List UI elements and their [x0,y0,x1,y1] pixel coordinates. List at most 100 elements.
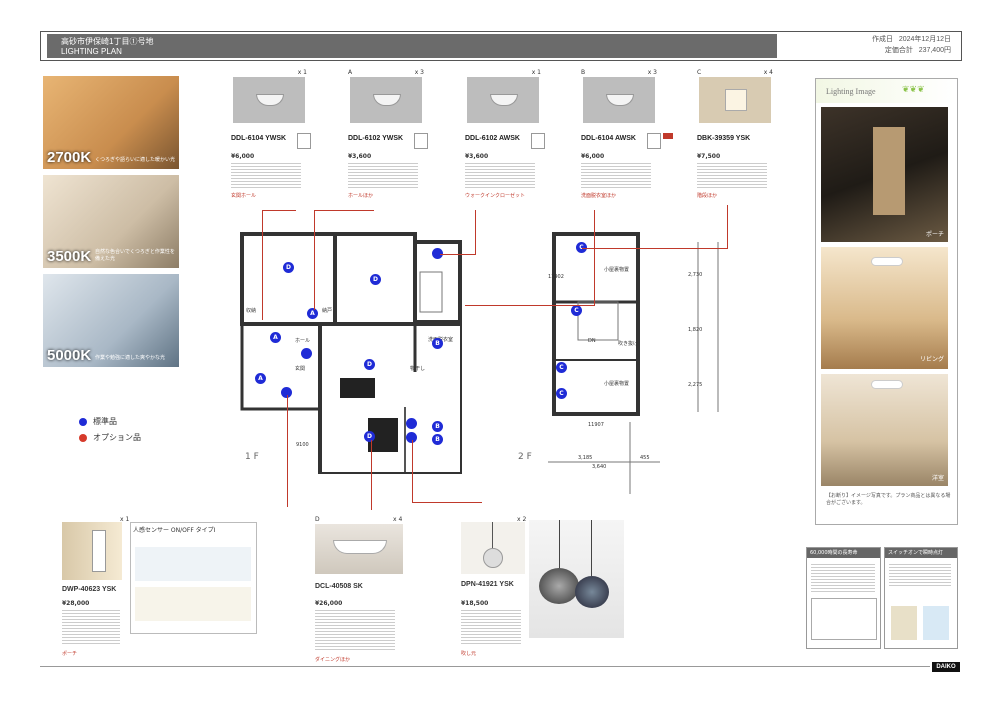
product-price: ¥7,500 [697,153,721,160]
product-location: ホールほか [348,193,374,199]
light-pin[interactable] [281,387,292,398]
product-qty: x 4 [763,69,773,76]
sensor-diagram [135,587,251,621]
light-pin-b[interactable]: B [432,434,443,445]
light-pin-d[interactable]: D [364,359,375,370]
downlight-icon [373,94,401,106]
leader-line [475,210,476,255]
light-pin[interactable] [301,348,312,359]
porch-light-icon [92,530,106,572]
info-box-title: スイッチオンで瞬時点灯 [888,550,944,556]
dimension-label: 455 [640,455,650,461]
page-header: 高砂市伊保崎1丁目①号地 LIGHTING PLAN 作成日 2024年12月1… [40,31,962,61]
daiko-logo: DAIKO [932,662,960,672]
product-specs [62,608,120,644]
product-specs [461,608,521,644]
photo-note: 【お断り】イメージ写真です。プラン商品とは異なる場合がございます。 [826,493,951,506]
product-location: ポーチ [62,651,78,657]
dimension-label: 2,730 [688,272,703,278]
panel-title: Lighting Image [826,87,876,96]
sensor-info-box: 人感センサー ON/OFF タイプⅠ [130,522,257,634]
product-qty: x 4 [393,516,403,523]
light-pin[interactable] [432,248,443,259]
option-dot-icon [79,433,87,442]
light-pin-c[interactable]: C [571,305,582,316]
light-pin-a[interactable]: A [307,308,318,319]
downlight-icon [490,94,518,106]
floor-label-1f: 1 F [245,452,259,462]
project-name: 高砂市伊保崎1丁目①号地 [61,37,154,46]
product-location: 階段ほか [697,193,718,199]
floor-plan-1f: 収納 ホール 玄関 物干し 洗面脱衣室 納戸 9100 D D A A A D … [240,232,462,474]
color-temp-caption: 作業や勉強に適した爽やかな光 [95,355,166,361]
leader-line [371,440,372,510]
product-image [62,522,122,580]
product-price: ¥18,500 [461,600,489,607]
wall-light-icon [725,89,747,111]
light-pin-a[interactable]: A [255,373,266,384]
light-pin-c[interactable]: C [576,242,587,253]
product-symbol: B [581,69,586,76]
info-box-header: スイッチオンで瞬時点灯 [885,548,957,558]
leader-line [314,210,374,211]
product-location: 玄関ホール [231,193,257,199]
product-location: ダイニングほか [315,657,351,663]
product-code: DBK-39359 YSK [697,135,751,142]
plan-2f-walls [548,232,719,494]
product-image [583,77,655,123]
product-location: 洗面脱衣室ほか [581,193,617,199]
photo-caption: リビング [919,356,944,363]
product-image [350,77,422,123]
room-label: 小屋裏物置 [604,267,630,273]
product-specs [348,161,418,189]
product-image [467,77,539,123]
photo-caption: ポーチ [925,231,944,238]
legend: 標準品 オプション品 [73,411,173,449]
product-image [315,524,403,574]
product-card: x 1 DDL-6102 AWSK ¥3,600 ウォークインクローゼット [465,69,575,199]
product-card: C x 4 DBK-39359 YSK ¥7,500 階段ほか [697,69,807,199]
leader-line [412,502,482,503]
product-location: ウォークインクローゼット [465,193,526,199]
light-pin-c[interactable]: C [556,388,567,399]
photo-living: リビング [821,247,948,369]
leader-line [314,210,315,310]
dimension-label: 11907 [588,422,604,428]
photo-western-room: 洋室 [821,374,948,486]
product-symbol: A [348,69,353,76]
leader-line [727,205,728,248]
leader-line [287,395,288,507]
leader-line [262,210,263,320]
product-qty: x 1 [531,69,541,76]
product-code: DDL-6104 AWSK [581,135,636,142]
light-pin-c[interactable]: C [556,362,567,373]
light-pin-b[interactable]: B [432,338,443,349]
dimension-label: 2,275 [688,382,703,388]
product-specs [315,608,395,650]
info-box-instant: スイッチオンで瞬時点灯 [884,547,958,649]
total-price: 定価合計 237,400円 [884,47,951,54]
switch-illustration [891,606,917,640]
light-pin-d[interactable]: D [370,274,381,285]
light-pin-d[interactable]: D [283,262,294,273]
product-image [233,77,305,123]
product-qty: x 1 [120,516,130,523]
light-pin-b[interactable]: B [432,421,443,432]
color-temp-value: 3500K [47,248,92,265]
light-pin[interactable] [406,418,417,429]
leader-line [440,254,476,255]
light-pin-a[interactable]: A [270,332,281,343]
light-pin-d[interactable]: D [364,431,375,442]
pendant-globe-icon [539,568,579,604]
legend-option: オプション品 [79,432,141,443]
light-pin[interactable] [406,432,417,443]
product-card: A x 3 DDL-6102 YWSK ¥3,600 ホールほか [348,69,458,199]
product-card-sensor: x 1 DWP-40623 YSK ¥28,000 ポーチ 人感センサー ON/… [62,516,257,657]
title-block: 高砂市伊保崎1丁目①号地 LIGHTING PLAN [47,34,777,58]
pendant-light-icon [483,548,503,568]
spec-icon [297,133,311,149]
room-label: 小屋裏物置 [604,381,630,387]
product-price: ¥3,600 [348,153,372,160]
color-temp-value: 5000K [47,347,92,364]
door-shape [873,127,905,215]
